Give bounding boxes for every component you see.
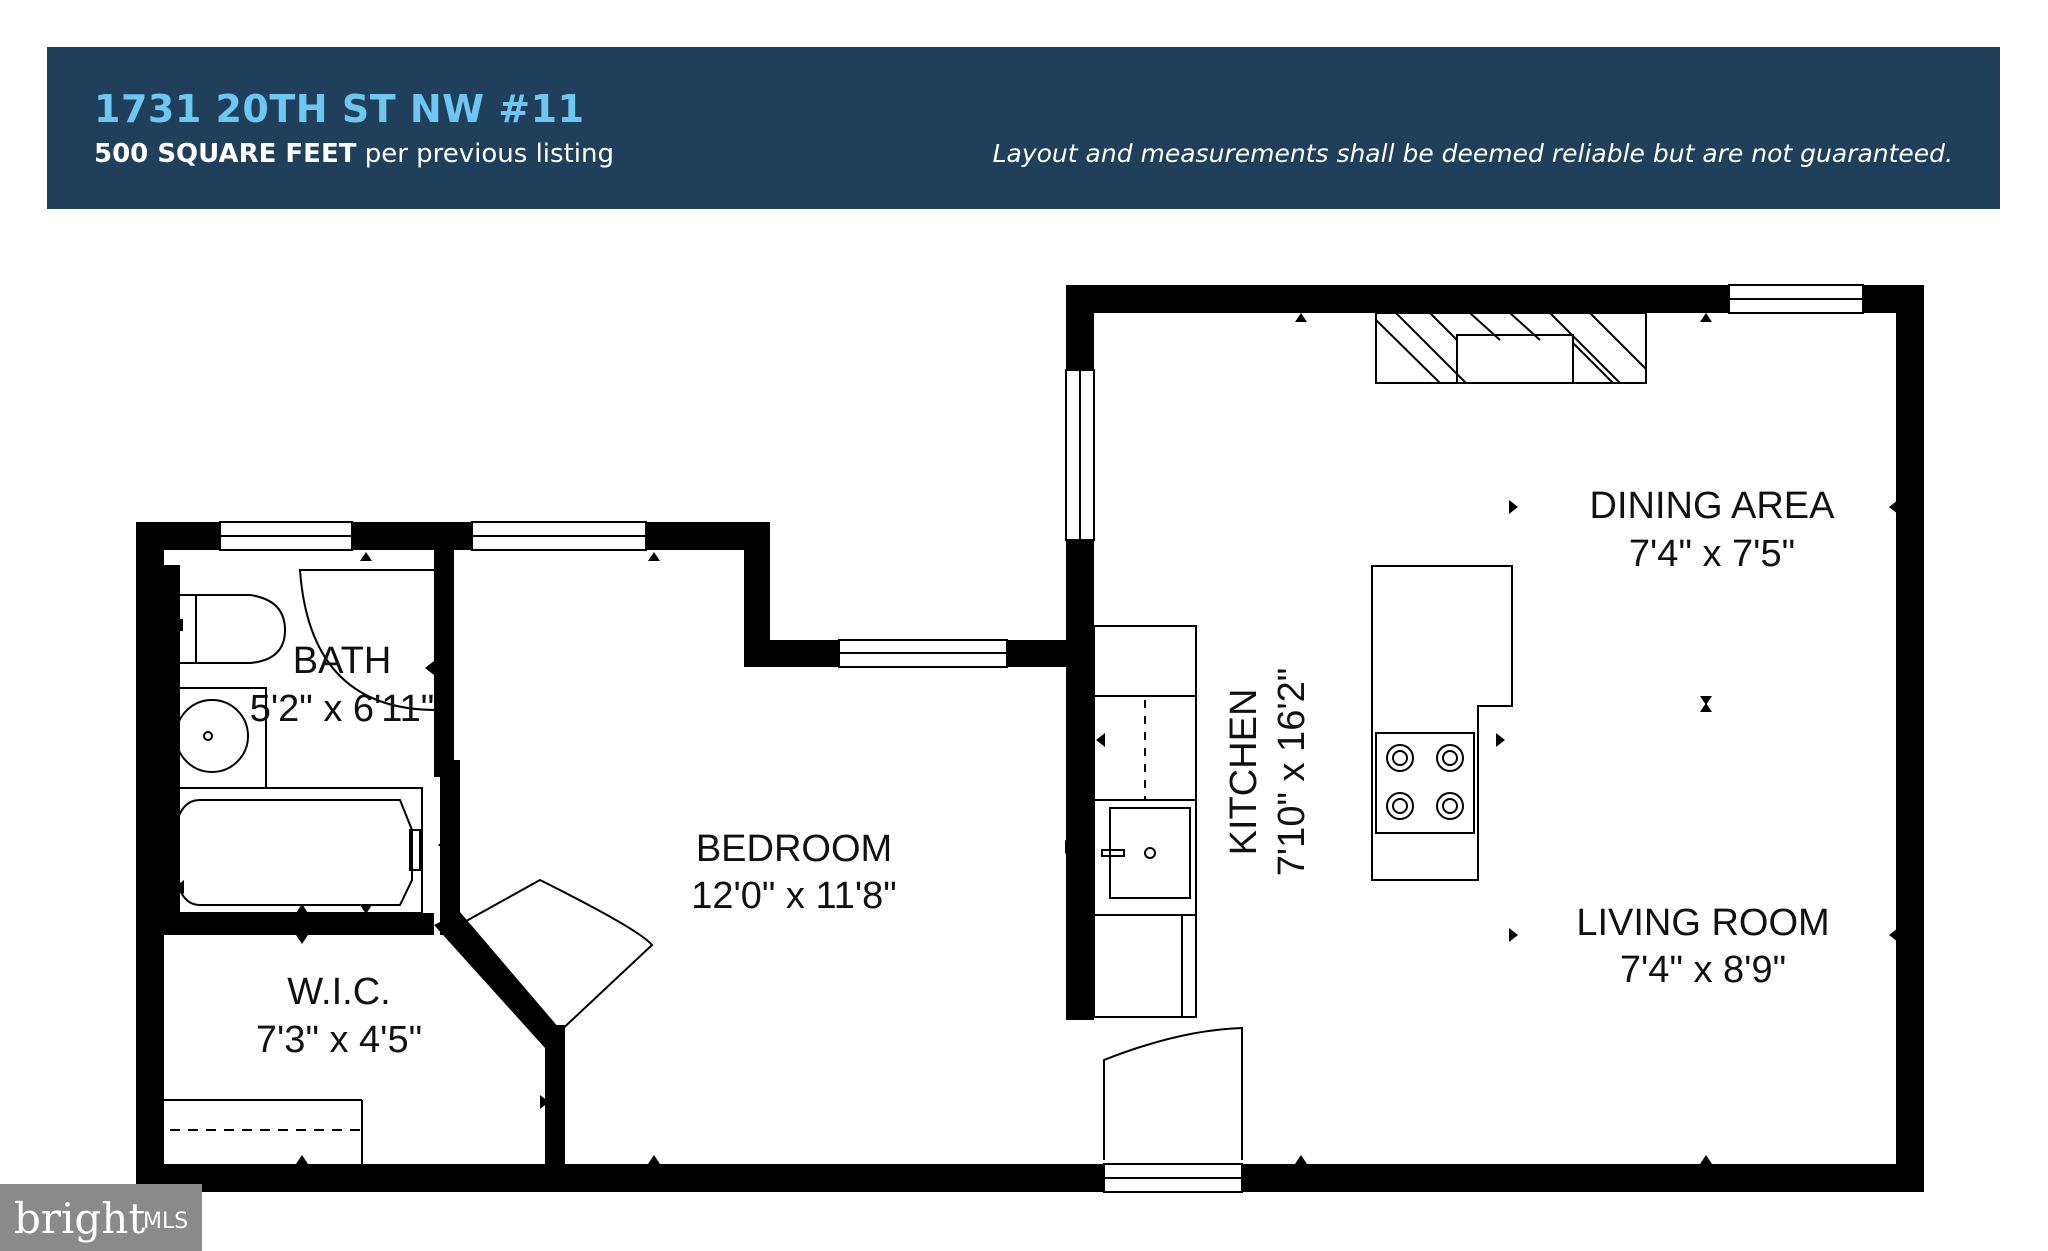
wic-dims: 7'3" x 4'5": [256, 1019, 422, 1061]
fireplace: [1375, 312, 1647, 384]
closet-shelf: [164, 1099, 363, 1164]
bath-dims: 5'2" x 6'11": [250, 688, 434, 730]
brand-suffix: MLS: [143, 1209, 189, 1234]
bedroom-dims: 12'0" x 11'8": [691, 875, 897, 917]
living-name: LIVING ROOM: [1576, 902, 1829, 944]
brand-logo: bright: [14, 1194, 146, 1243]
listing-header: 1731 20TH ST NW #11 500 SQUARE FEET per …: [47, 47, 2000, 209]
kitchen-dims: 7'10" x 16'2": [1271, 668, 1313, 876]
mls-watermark: bright MLS: [0, 1184, 202, 1251]
kitchen-counters: [1093, 565, 1513, 1018]
dining-dims: 7'4" x 7'5": [1629, 533, 1795, 575]
living-dims: 7'4" x 8'9": [1620, 949, 1786, 991]
kitchen-name: KITCHEN: [1223, 689, 1265, 856]
windows: [219, 284, 1864, 1193]
address-title: 1731 20TH ST NW #11: [94, 87, 585, 131]
dining-name: DINING AREA: [1590, 485, 1836, 527]
square-feet: 500 SQUARE FEET: [94, 139, 357, 169]
disclaimer: Layout and measurements shall be deemed …: [992, 139, 1953, 168]
dimension-markers: [168, 313, 1898, 1164]
wic-name: W.I.C.: [287, 971, 390, 1013]
bath-fixtures: [163, 594, 423, 914]
square-feet-line: 500 SQUARE FEET per previous listing: [94, 139, 614, 169]
square-feet-note: per previous listing: [364, 139, 614, 169]
doors: [298, 569, 1243, 1160]
bath-name: BATH: [293, 640, 392, 682]
bedroom-name: BEDROOM: [696, 828, 892, 870]
